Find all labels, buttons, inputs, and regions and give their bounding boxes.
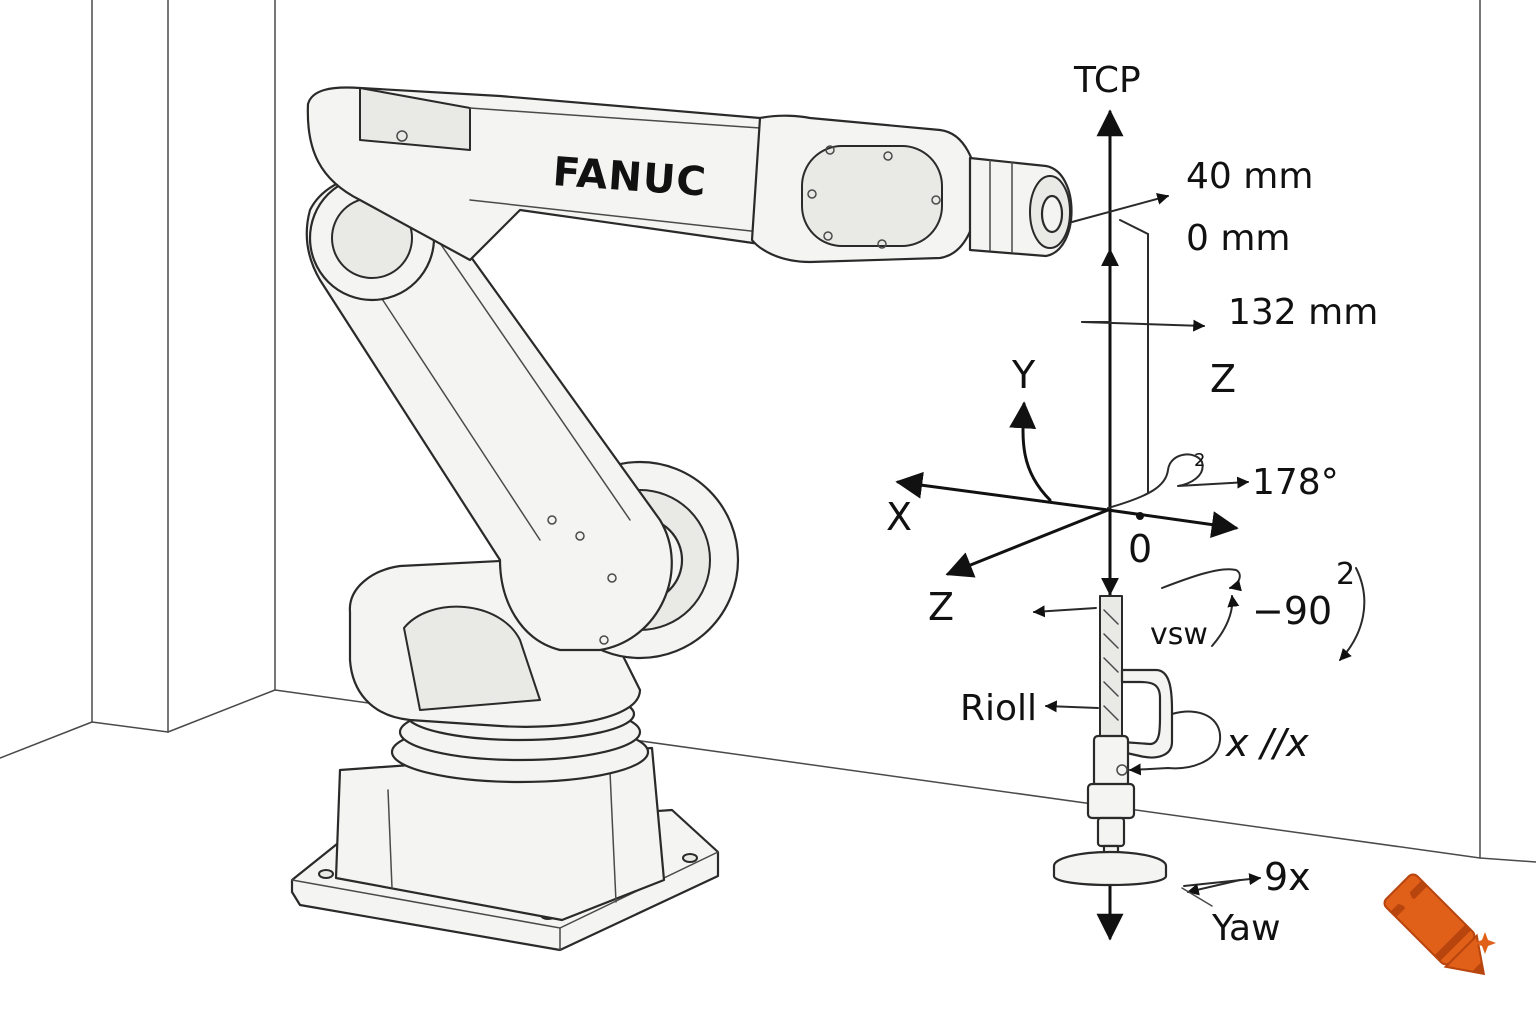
z-axis-label-upper: Z: [1210, 357, 1236, 401]
brand-label: FANUC: [551, 149, 708, 206]
sparkle-icon: [1474, 932, 1496, 954]
robot-arm: FANUC: [290, 86, 1073, 952]
rotation-178-arrow: [1107, 453, 1250, 509]
x-axis-arrow: [895, 471, 1110, 512]
x-axis-label: X: [886, 495, 912, 539]
tool-assembly: [1052, 595, 1174, 887]
sparkle-icon: [1394, 888, 1422, 916]
offset-40-line: [1071, 193, 1170, 223]
offset-40-label: 40 mm: [1186, 156, 1313, 197]
roll-label: Rioll: [960, 688, 1037, 729]
y-axis-label: Y: [1011, 353, 1036, 397]
tcp-label: TCP: [1073, 60, 1141, 101]
angle-neg90-label: −90: [1252, 589, 1332, 633]
offset-132-label: 132 mm: [1228, 292, 1378, 333]
x-axis-arrow-positive: [1106, 508, 1239, 538]
vsw-label: vsw: [1150, 617, 1208, 652]
x-parallel-label: x //x: [1225, 721, 1309, 765]
rotation-neg90-arrow: [1161, 568, 1242, 592]
tcp-annotations: TCP 40 mm 0 mm 132 mm Y Z 178° X 0 Z −90…: [886, 60, 1378, 949]
offset-0-label: 0 mm: [1186, 218, 1290, 259]
y-axis-arrow: [1009, 401, 1052, 502]
superscript-label-small: 2: [1194, 450, 1205, 471]
nine-x-label: 9x: [1264, 855, 1311, 899]
origin-label: 0: [1128, 527, 1152, 571]
angle-178-label: 178°: [1252, 462, 1339, 503]
superscript-label: 2: [1336, 557, 1355, 592]
crayon-icon: [1383, 873, 1486, 976]
z-axis-label-lower: Z: [928, 585, 954, 629]
x-rotation-arrow: [1128, 710, 1222, 776]
z-axis-arrow: [945, 508, 1110, 578]
roll-arrow: [1044, 700, 1099, 713]
yaw-label: Yaw: [1211, 908, 1281, 949]
